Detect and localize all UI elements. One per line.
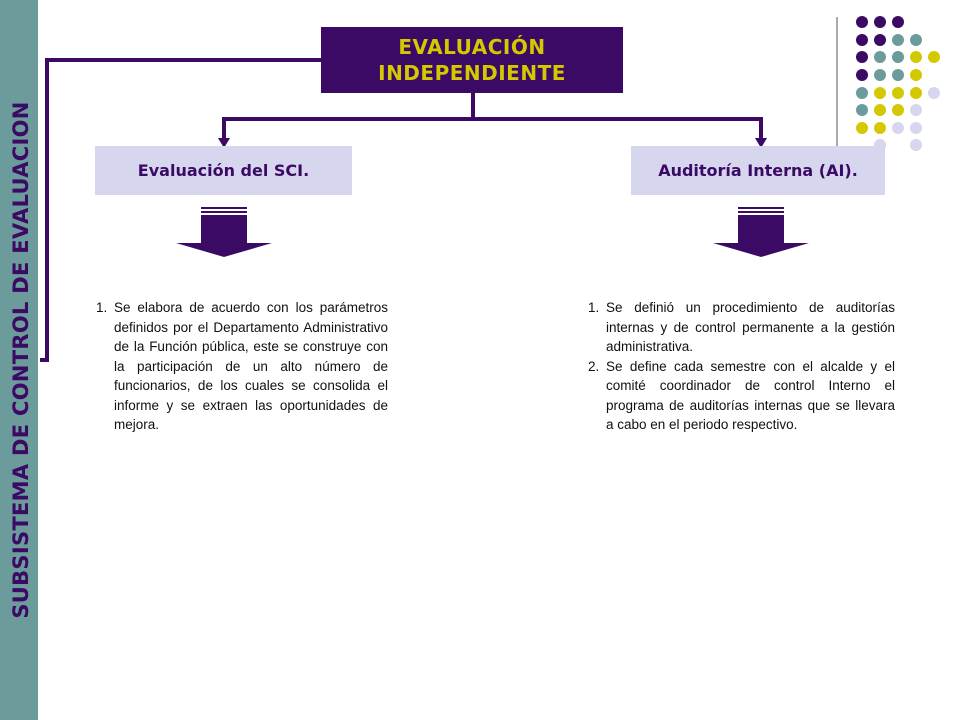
main-box-line-2: INDEPENDIENTE [378,61,566,85]
list-item-text: Se definió un procedimiento de auditoría… [606,300,895,354]
branch-line [222,117,763,142]
left-branch-box: Evaluación del SCI. [95,146,352,195]
left-branch-arrowhead [218,138,230,148]
decorative-dot-grid [836,16,940,151]
list-item-text: Se define cada semestre con el alcalde y… [606,358,895,433]
left-branch-list: 1. Se elabora de acuerdo con los parámet… [96,298,388,435]
list-item-number: 1. [588,300,600,315]
list-item-text: Se elabora de acuerdo con los parámetros… [114,300,388,432]
main-box: EVALUACIÓN INDEPENDIENTE [321,27,623,93]
side-bar [0,0,38,720]
list-item-number: 2. [588,358,600,374]
list-item-number: 1. [96,300,108,315]
list-item: 1. Se definió un procedimiento de audito… [588,298,895,357]
left-down-arrow-icon [176,207,272,257]
left-bracket-line [40,58,321,362]
right-branch-arrowhead [755,138,767,148]
main-box-line-1: EVALUACIÓN [398,35,546,59]
right-branch-list: 1. Se definió un procedimiento de audito… [588,298,895,435]
right-down-arrow-icon [713,207,809,257]
list-item: 1. Se elabora de acuerdo con los parámet… [96,298,388,435]
right-branch-box: Auditoría Interna (AI). [631,146,885,195]
list-item: 2. Se define cada semestre con el alcald… [588,357,895,435]
